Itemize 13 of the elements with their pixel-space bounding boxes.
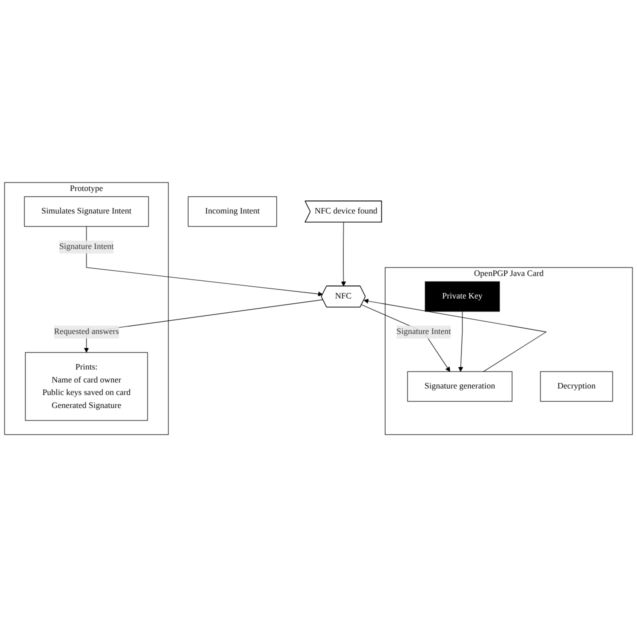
arrow xyxy=(86,226,323,296)
node-box: Simulates Signature Intent xyxy=(24,196,149,227)
edge-label: Signature Intent xyxy=(396,327,452,336)
node-box: Signature generation xyxy=(407,371,512,402)
arrow xyxy=(364,298,547,372)
arrow xyxy=(458,311,464,372)
arrow xyxy=(341,222,346,286)
node-box: Prints: Name of card owner Public keys saved on card Generated Signature xyxy=(25,352,148,421)
edge-label: Signature Intent xyxy=(59,242,114,252)
node-box: Private Key xyxy=(424,281,500,312)
edge-label: Requested answers xyxy=(54,327,119,336)
node-box: Decryption xyxy=(540,371,613,402)
node-box: Incoming Intent xyxy=(188,196,277,227)
